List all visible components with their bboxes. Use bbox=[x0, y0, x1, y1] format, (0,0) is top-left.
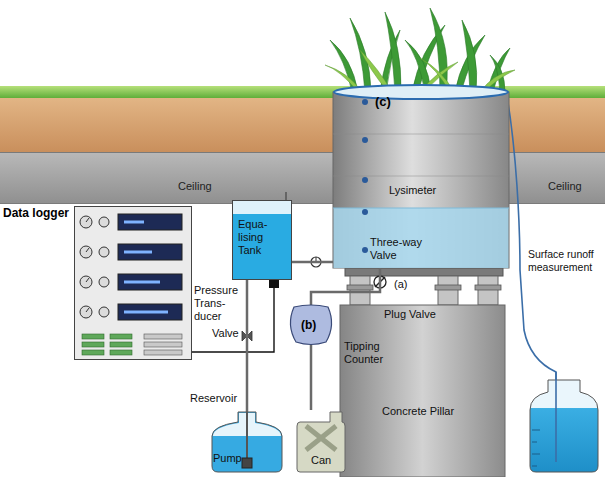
node-text: (c) bbox=[375, 94, 391, 109]
node-text: Data logger bbox=[3, 206, 69, 220]
pipe-connector bbox=[311, 268, 380, 305]
part-label-holder: (a) bbox=[392, 278, 409, 291]
can: Can bbox=[296, 410, 346, 472]
data-logger: Data logger bbox=[74, 206, 192, 360]
part-label: Three-way Valve bbox=[370, 236, 432, 262]
node-text: Lysimeter bbox=[389, 184, 436, 197]
part-label-holder: Ceiling bbox=[178, 180, 212, 193]
equalising-tank: Equa-lising Tank bbox=[232, 200, 292, 280]
node-text: Reservoir bbox=[190, 392, 237, 405]
node-text: (b) bbox=[301, 318, 316, 332]
node-text-holder: (c) bbox=[375, 94, 391, 109]
signal-wire bbox=[192, 280, 274, 352]
part-label: Pump bbox=[213, 452, 242, 465]
node-text-holder: Equa-lising Tank bbox=[238, 218, 284, 257]
part-label: (a) bbox=[392, 278, 409, 291]
part-label-holder: Plug Valve bbox=[384, 308, 436, 321]
node-text-holder: Reservoir bbox=[190, 392, 237, 405]
part-label: Plug Valve bbox=[384, 308, 436, 321]
node-text-holder: Concrete Pillar bbox=[382, 405, 454, 418]
part-label: Ceiling bbox=[178, 180, 212, 193]
part-label-holder: Surface runoff measurement bbox=[528, 248, 602, 274]
part-label-holder: Three-way Valve bbox=[370, 236, 432, 262]
part-label-holder: Pressure Trans-ducer bbox=[194, 284, 242, 323]
part-label-holder: Tipping Counter bbox=[344, 340, 392, 366]
pipe-connector bbox=[246, 280, 249, 412]
concrete-pillar-outline bbox=[340, 305, 505, 477]
part-label: Ceiling bbox=[548, 180, 582, 193]
node-text-holder: Data logger bbox=[3, 206, 69, 220]
part-label-holder: Pump bbox=[213, 452, 242, 465]
node-text: Equa-lising Tank bbox=[238, 218, 284, 257]
pipe-connector bbox=[292, 261, 333, 264]
part-label-holder: Valve bbox=[212, 327, 239, 340]
node-text-holder: (b) bbox=[301, 318, 316, 332]
node-text: Concrete Pillar bbox=[382, 405, 454, 418]
node-text-holder: Can bbox=[311, 454, 331, 467]
node-text-holder: Lysimeter bbox=[389, 184, 436, 197]
data-logger-outline bbox=[74, 206, 192, 360]
part-label: Pressure Trans-ducer bbox=[194, 284, 242, 323]
part-label-holder: Ceiling bbox=[548, 180, 582, 193]
part-label: Tipping Counter bbox=[344, 340, 392, 366]
node-text: Can bbox=[311, 454, 331, 467]
concrete-pillar: Concrete Pillar bbox=[340, 305, 505, 477]
part-label: Valve bbox=[212, 327, 239, 340]
tipping-counter: (b) bbox=[288, 305, 334, 345]
pipe-connector bbox=[310, 345, 313, 410]
part-label: Surface runoff measurement bbox=[528, 248, 602, 274]
